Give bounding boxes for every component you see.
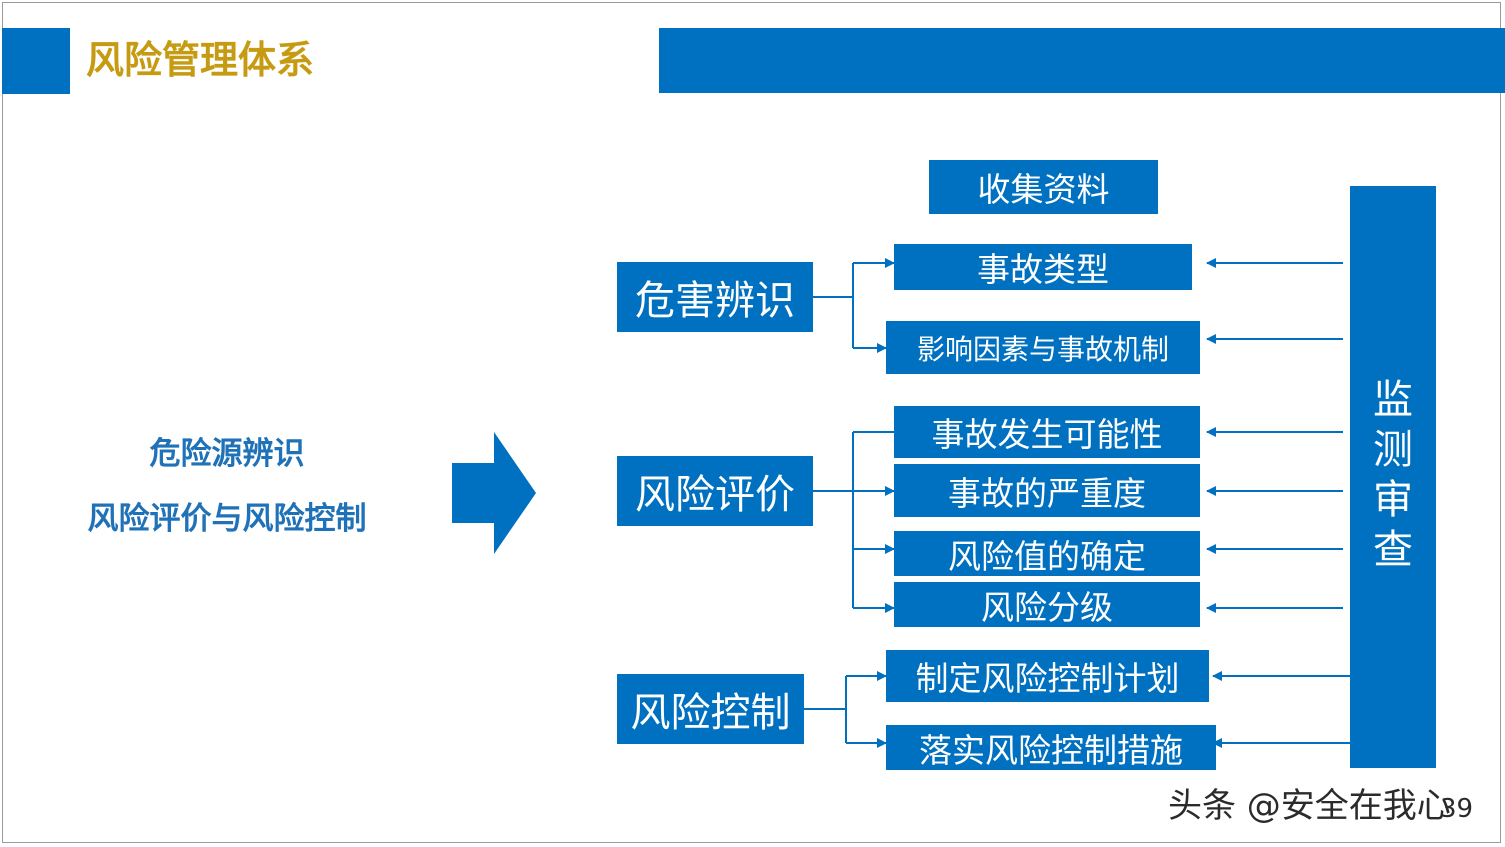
slide-title: 风险管理体系 bbox=[86, 38, 315, 82]
left-line-hazard-identification: 危险源辨识 bbox=[149, 436, 305, 472]
left-line-risk-evaluation-control: 风险评价与风险控制 bbox=[87, 501, 367, 537]
monitor-char-4: 查 bbox=[1373, 527, 1413, 573]
item-risk-control-measures: 落实风险控制措施 bbox=[886, 725, 1216, 770]
monitor-char-2: 测 bbox=[1373, 427, 1413, 473]
item-accident-severity: 事故的严重度 bbox=[894, 464, 1200, 517]
monitor-char-1: 监 bbox=[1373, 377, 1413, 423]
collect-data-box: 收集资料 bbox=[929, 160, 1158, 214]
category-risk-evaluation: 风险评价 bbox=[617, 456, 813, 526]
item-risk-value-determination: 风险值的确定 bbox=[894, 531, 1200, 576]
watermark: 头条 @安全在我心 bbox=[1168, 786, 1451, 826]
category-hazard-identification: 危害辨识 bbox=[617, 262, 813, 332]
monitor-char-3: 审 bbox=[1373, 477, 1413, 523]
page-number: 39 bbox=[1440, 794, 1474, 824]
header-right-bar bbox=[659, 28, 1505, 93]
item-influencing-factors: 影响因素与事故机制 bbox=[886, 321, 1200, 374]
item-accident-type: 事故类型 bbox=[894, 244, 1192, 290]
item-risk-control-plan: 制定风险控制计划 bbox=[886, 650, 1209, 702]
category-risk-control: 风险控制 bbox=[617, 674, 804, 744]
monitoring-review-box: 监 测 审 查 bbox=[1350, 186, 1436, 768]
header-left-block bbox=[2, 28, 70, 94]
right-arrow-icon bbox=[452, 432, 536, 554]
item-accident-likelihood: 事故发生可能性 bbox=[894, 406, 1200, 458]
item-risk-grading: 风险分级 bbox=[894, 582, 1200, 627]
